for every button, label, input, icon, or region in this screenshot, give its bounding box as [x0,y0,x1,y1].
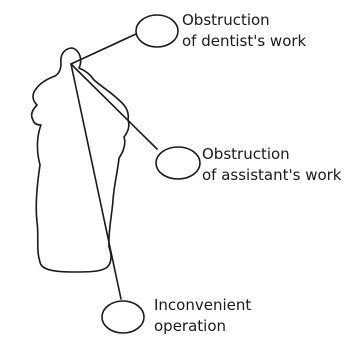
label-assistant-line1: Obstruction [202,145,290,163]
node-circle-operation [101,300,145,334]
node-circle-assistant [155,146,201,180]
label-operation-line1: Inconvenient [154,296,252,314]
label-assistant-line2: of assistant's work [202,166,342,184]
label-assistant-obstruction: Obstruction of assistant's work [202,144,342,186]
label-dentist-line1: Obstruction [182,11,270,29]
node-circle-dentist [135,14,179,48]
label-dentist-obstruction: Obstruction of dentist's work [182,10,306,52]
connector-line-dentist [70,33,137,65]
connector-line-assistant [70,63,158,150]
label-dentist-line2: of dentist's work [182,32,307,50]
label-inconvenient-operation: Inconvenient operation [154,295,251,337]
connector-line-operation [70,63,122,300]
label-operation-line2: operation [154,317,227,335]
obstruction-silhouette [30,47,130,273]
